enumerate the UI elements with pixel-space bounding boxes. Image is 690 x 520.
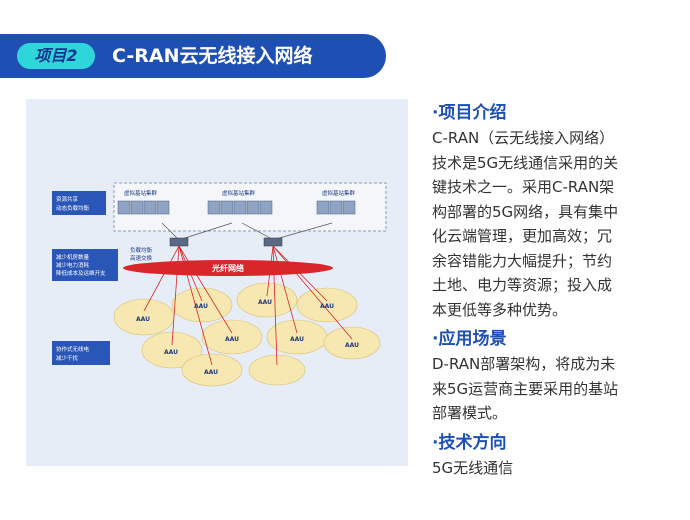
cluster-label: 虚拟基站集群 (124, 189, 158, 197)
svg-text:AAU: AAU (320, 303, 334, 310)
section-title: C-RAN云无线接入网络 (112, 45, 313, 67)
scenario-title: ·应用场景 (432, 329, 507, 349)
fiber-network-label: 光纤网络 (211, 263, 244, 273)
body-line: 土地、电力等资源；投入成 (432, 276, 613, 294)
cran-diagram-svg: 虚拟基站集群 虚拟基站集群 虚拟基站集群 负载 (52, 182, 387, 387)
svg-text:AAU: AAU (345, 342, 359, 349)
cluster-2: 虚拟基站集群 (207, 189, 273, 215)
switch-icon (169, 237, 189, 247)
section-header: 项目2 C-RAN云无线接入网络 (0, 34, 386, 78)
svg-text:AAU: AAU (290, 336, 304, 343)
body-line: 部署模式。 (432, 404, 508, 422)
cluster-1: 虚拟基站集群 (117, 189, 170, 215)
cluster-3: 虚拟基站集群 (316, 189, 356, 215)
section-scenario: ·应用场景 D-RAN部署架构，将成为未 来5G运营商主要采用的基站 部署模式。 (432, 326, 668, 426)
direction-body: 5G无线通信 (432, 456, 668, 481)
svg-text:AAU: AAU (136, 316, 150, 323)
svg-text:协作式无线电: 协作式无线电 (56, 345, 90, 353)
svg-text:减少机房数量: 减少机房数量 (56, 253, 90, 261)
body-line: 本更低等多种优势。 (432, 300, 568, 319)
cluster-label: 虚拟基站集群 (322, 189, 356, 197)
coverage-cells (113, 282, 381, 387)
svg-text:减少电力消耗: 减少电力消耗 (56, 261, 90, 269)
aau-labels: AAU AAU AAU AAU AAU AAU AAU AAU AAU (136, 299, 359, 376)
svg-text:AAU: AAU (194, 303, 208, 310)
cran-diagram: 虚拟基站集群 虚拟基站集群 虚拟基站集群 负载 (26, 99, 408, 466)
intro-title: ·项目介绍 (432, 103, 507, 123)
svg-text:AAU: AAU (164, 349, 178, 356)
svg-text:降低成本及运维开支: 降低成本及运维开支 (56, 269, 106, 277)
side-label-1: 资源共享 动态负载均衡 (52, 191, 106, 215)
switch-icon (263, 237, 283, 247)
svg-text:动态负载均衡: 动态负载均衡 (56, 204, 90, 212)
body-line: 构部署的5G网络，具有集中 (432, 202, 619, 221)
info-column: ·项目介绍 C-RAN（云无线接入网络） 技术是5G无线通信采用的关 键技术之一… (432, 100, 668, 480)
svg-text:减少干扰: 减少干扰 (56, 354, 79, 362)
body-line: 键技术之一。采用C-RAN架 (432, 178, 615, 196)
intro-body: C-RAN（云无线接入网络） 技术是5G无线通信采用的关 键技术之一。采用C-R… (432, 126, 668, 322)
switch-label: 负载均衡 (130, 246, 153, 254)
cluster-label: 虚拟基站集群 (222, 189, 256, 197)
body-line: 余容错能力大幅提升；节约 (432, 251, 613, 270)
body-line: 来5G运营商主要采用的基站 (432, 379, 619, 398)
direction-title: ·技术方向 (432, 432, 507, 453)
svg-text:资源共享: 资源共享 (56, 195, 79, 203)
section-intro: ·项目介绍 C-RAN（云无线接入网络） 技术是5G无线通信采用的关 键技术之一… (432, 100, 668, 322)
svg-text:AAU: AAU (258, 299, 272, 306)
svg-text:AAU: AAU (225, 336, 239, 343)
scenario-body: D-RAN部署架构，将成为未 来5G运营商主要采用的基站 部署模式。 (432, 352, 668, 426)
body-line: C-RAN（云无线接入网络） (432, 129, 615, 147)
switch-label: 高速交换 (130, 254, 153, 262)
side-label-2: 减少机房数量 减少电力消耗 降低成本及运维开支 (52, 249, 118, 281)
body-line: 化云端管理，更加高效；冗 (432, 227, 613, 245)
side-label-3: 协作式无线电 减少干扰 (52, 341, 110, 365)
svg-text:AAU: AAU (204, 369, 218, 376)
body-line: D-RAN部署架构，将成为未 (432, 355, 616, 373)
section-direction: ·技术方向 5G无线通信 (432, 430, 668, 481)
body-line: 技术是5G无线通信采用的关 (432, 153, 619, 172)
project-badge: 项目2 (17, 43, 95, 69)
fiber-network (123, 260, 333, 276)
body-line: 5G无线通信 (432, 458, 514, 477)
